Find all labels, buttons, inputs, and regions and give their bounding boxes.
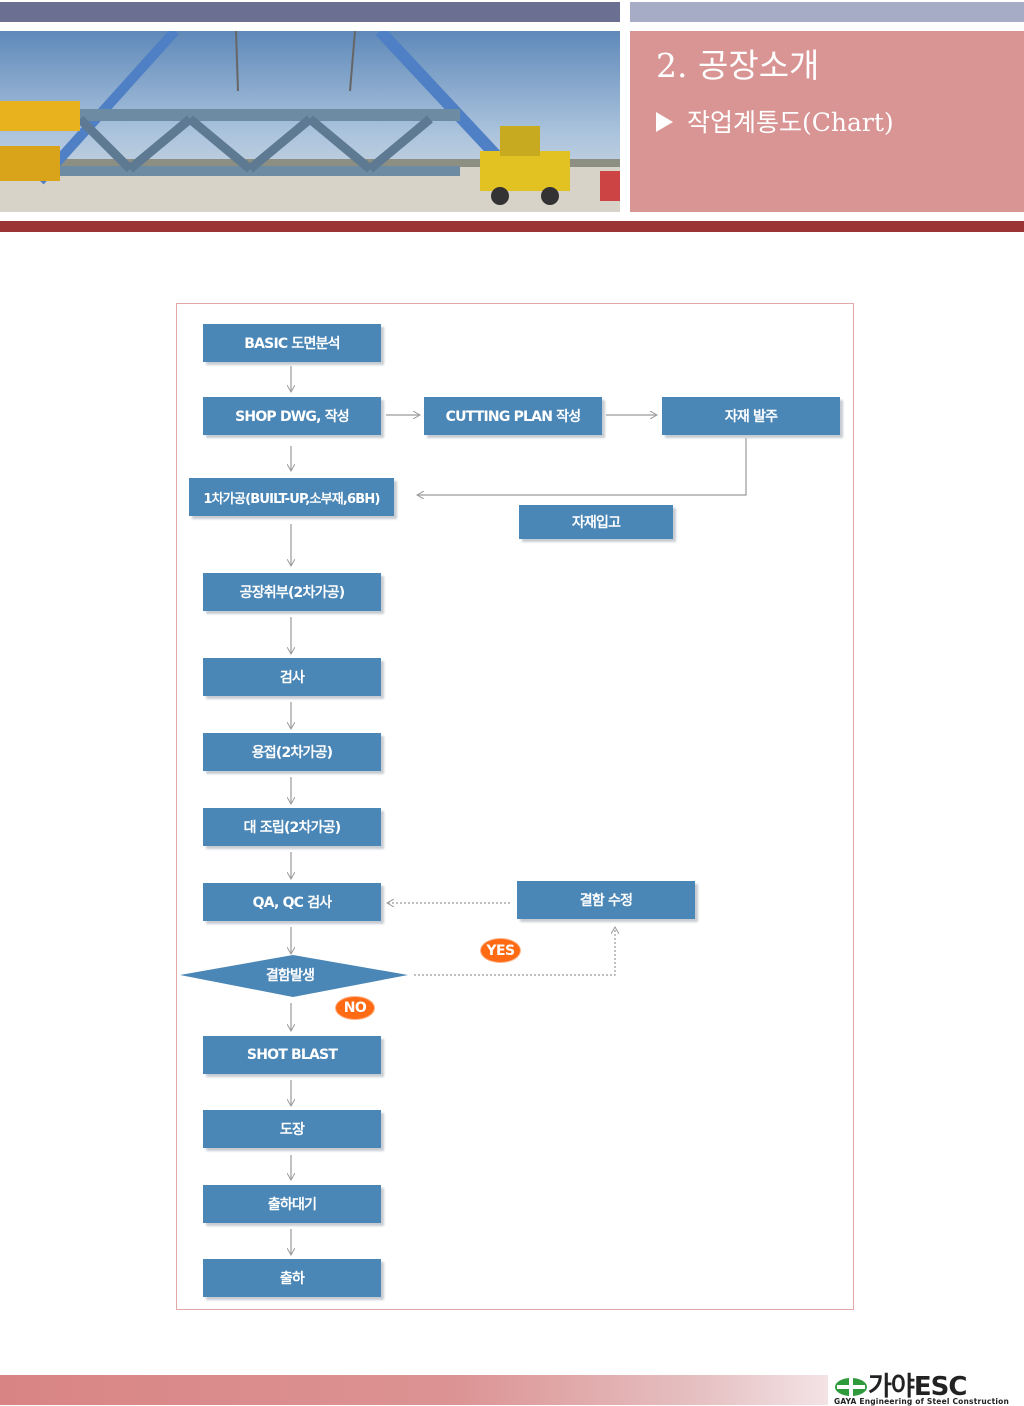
step-factory-assembly: 공장취부(2차가공) [203,573,381,611]
step-material-order: 자재 발주 [662,397,840,435]
step-first-processing: 1차가공(BUILT-UP,소부재,6BH) [189,478,394,516]
step-shipping: 출하 [203,1259,381,1297]
accent-bar [0,221,1024,232]
yes-badge: YES [480,938,521,963]
header-photo-steel-crane [0,31,620,212]
company-logo: 가야ESC GAYA Engineering of Steel Construc… [832,1372,1024,1406]
gaya-logo-icon [835,1377,867,1397]
no-badge: NO [335,996,375,1020]
step-qa-qc-inspection: QA, QC 검사 [203,883,381,921]
page-title: 2. 공장소개 [656,46,820,85]
play-triangle-icon [656,112,673,132]
step-material-receiving: 자재입고 [519,505,673,539]
step-welding: 용접(2차가공) [203,733,381,771]
footer-bar [0,1375,828,1405]
decision-defect-label: 결함발생 [265,968,315,984]
step-basic-drawing-analysis: BASIC 도면분석 [203,324,381,362]
step-cutting-plan: CUTTING PLAN 작성 [424,397,602,435]
title-panel: 2. 공장소개 작업계통도(Chart) [630,31,1024,212]
step-shop-drawing: SHOP DWG, 작성 [203,397,381,435]
subtitle-text: 작업계통도(Chart) [687,108,894,137]
step-shipping-standby: 출하대기 [203,1185,381,1223]
step-defect-repair: 결함 수정 [517,881,695,919]
decision-diamond [180,955,408,997]
header-bar-left [0,2,620,22]
step-inspection: 검사 [203,658,381,696]
page-subtitle: 작업계통도(Chart) [656,103,894,139]
logo-subtitle: GAYA Engineering of Steel Construction [834,1397,1010,1406]
step-shot-blast: SHOT BLAST [203,1036,381,1074]
step-painting: 도장 [203,1110,381,1148]
header-bar-right [630,2,1024,22]
logo-text: 가야ESC [868,1372,967,1402]
step-major-assembly: 대 조립(2차가공) [203,808,381,846]
